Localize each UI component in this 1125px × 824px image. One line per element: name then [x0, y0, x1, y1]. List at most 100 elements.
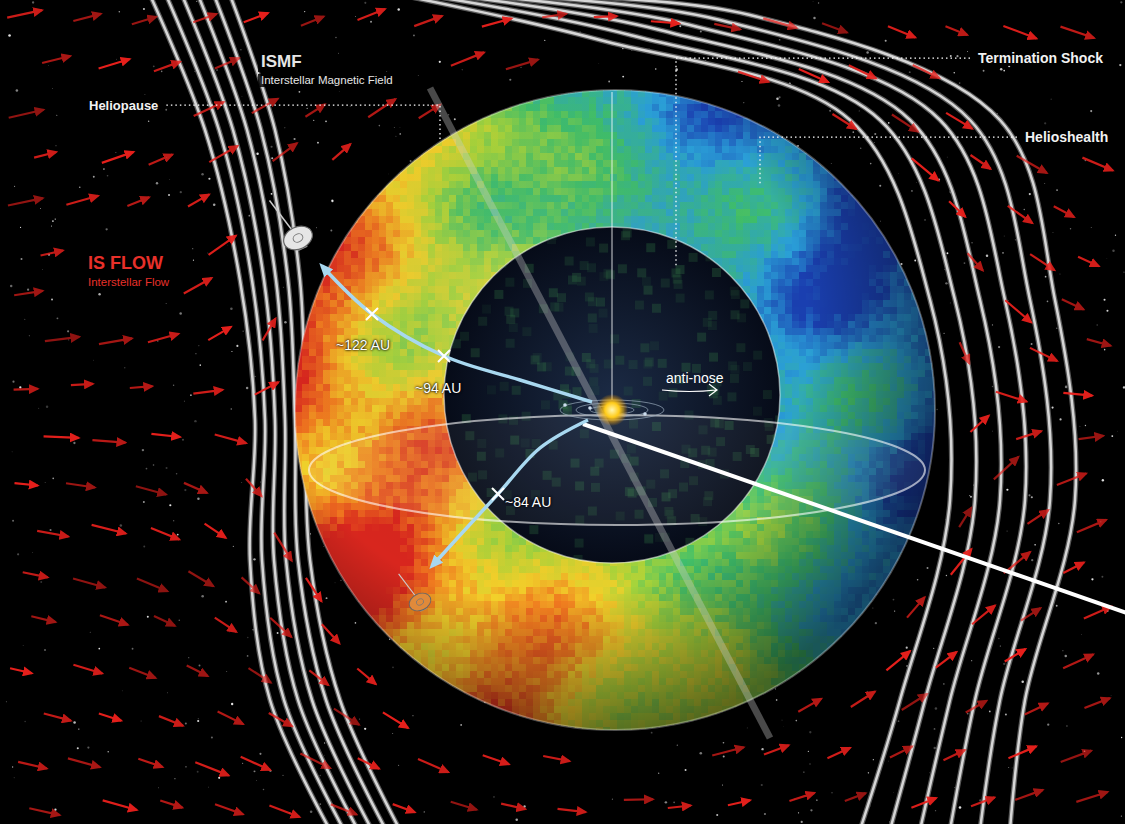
flow-arrow — [393, 804, 415, 812]
star — [196, 1, 197, 2]
flow-arrow — [154, 616, 175, 626]
flow-arrow — [1061, 751, 1092, 762]
flow-arrow — [208, 327, 231, 340]
star — [364, 2, 366, 4]
flow-arrow — [1057, 473, 1086, 484]
star — [8, 34, 11, 37]
star — [388, 174, 389, 175]
star — [992, 431, 993, 432]
star — [51, 225, 52, 226]
flow-arrow — [305, 104, 324, 116]
star — [998, 638, 1000, 640]
star — [49, 529, 51, 531]
star — [945, 282, 947, 284]
star — [1056, 605, 1058, 607]
star — [398, 765, 399, 766]
flux-cell — [351, 209, 359, 217]
star — [338, 53, 339, 54]
star — [875, 622, 877, 624]
flow-arrow — [215, 804, 243, 814]
star — [256, 152, 258, 154]
flow-arrow — [945, 26, 967, 35]
star — [944, 333, 945, 334]
star — [1004, 236, 1005, 237]
star — [240, 49, 241, 50]
star — [1031, 343, 1033, 345]
flow-arrow — [241, 757, 271, 770]
star — [914, 260, 916, 262]
star — [1044, 122, 1046, 124]
star — [778, 132, 779, 133]
star — [143, 546, 145, 548]
flow-arrow — [92, 440, 125, 443]
star — [888, 122, 890, 124]
star — [1053, 232, 1054, 233]
flow-arrow — [269, 805, 299, 817]
star — [115, 152, 116, 153]
star — [147, 616, 149, 618]
star — [1065, 386, 1068, 389]
flow-arrow — [959, 508, 971, 527]
star — [1079, 426, 1080, 427]
flow-arrow — [558, 809, 586, 812]
star — [201, 173, 203, 175]
star — [803, 771, 804, 772]
star — [201, 595, 204, 598]
star — [885, 40, 887, 42]
flow-arrow — [151, 528, 179, 540]
star — [192, 248, 193, 249]
flow-arrow — [73, 579, 105, 588]
star — [1104, 349, 1106, 351]
flow-arrow — [368, 99, 395, 117]
star — [20, 227, 21, 228]
star — [231, 703, 233, 705]
flow-arrow — [506, 60, 538, 70]
flow-arrow — [1063, 393, 1092, 396]
star — [924, 219, 925, 220]
star — [283, 287, 284, 288]
star — [182, 439, 184, 441]
star — [874, 142, 875, 143]
star — [122, 690, 123, 691]
star — [12, 766, 13, 767]
star — [964, 262, 966, 264]
flux-cell — [344, 594, 352, 602]
star — [775, 688, 776, 689]
star — [1056, 327, 1058, 329]
star — [782, 720, 783, 721]
star — [1104, 299, 1106, 301]
star — [395, 136, 396, 137]
star — [651, 732, 653, 734]
star — [685, 769, 687, 771]
flow-arrow — [1054, 206, 1074, 217]
flow-arrow — [148, 334, 179, 342]
star — [801, 821, 803, 823]
star — [247, 655, 249, 657]
star — [723, 755, 725, 757]
star — [176, 473, 178, 475]
star — [146, 468, 148, 470]
star — [1081, 634, 1082, 635]
flow-arrow — [1084, 606, 1111, 618]
star — [56, 317, 58, 319]
star — [330, 230, 332, 232]
flux-cell — [351, 601, 359, 609]
star — [460, 724, 462, 726]
star — [141, 721, 142, 722]
star — [392, 733, 393, 734]
star — [284, 127, 285, 128]
star — [986, 255, 988, 257]
star — [950, 302, 951, 303]
star — [156, 182, 158, 184]
star — [761, 748, 763, 750]
star — [1030, 38, 1031, 39]
flow-arrow — [451, 52, 484, 65]
flow-arrow — [970, 155, 990, 169]
star — [1102, 479, 1104, 481]
star — [93, 360, 94, 361]
star — [959, 82, 961, 84]
star — [1112, 249, 1114, 251]
star — [1052, 407, 1054, 409]
star — [397, 8, 399, 10]
star — [992, 324, 993, 325]
